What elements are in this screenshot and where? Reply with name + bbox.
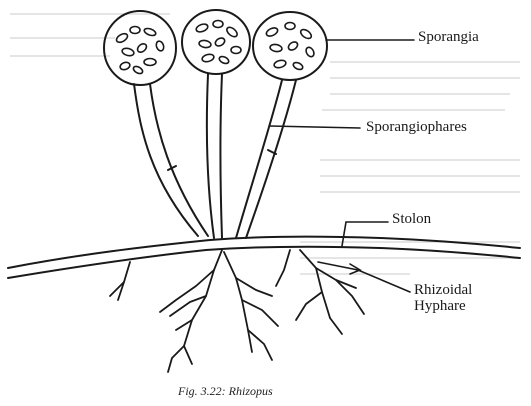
sporangium-middle [182, 10, 250, 74]
label-rhizoidal-line2: Hyphare [414, 299, 472, 315]
label-rhizoidal-line1: Rhizoidal [414, 283, 472, 299]
label-rhizoidal-hyphae: Rhizoidal Hyphare [414, 283, 472, 315]
sporangium-right [253, 12, 327, 80]
sporangium-left [104, 11, 176, 85]
label-sporangiophores: Sporangiophares [366, 120, 467, 136]
label-sporangia: Sporangia [418, 30, 479, 46]
label-stolon: Stolon [392, 212, 431, 228]
figure-caption: Fig. 3.22: Rhizopus [178, 384, 273, 399]
rhizoids [110, 250, 364, 372]
sporangiophores [134, 74, 296, 238]
